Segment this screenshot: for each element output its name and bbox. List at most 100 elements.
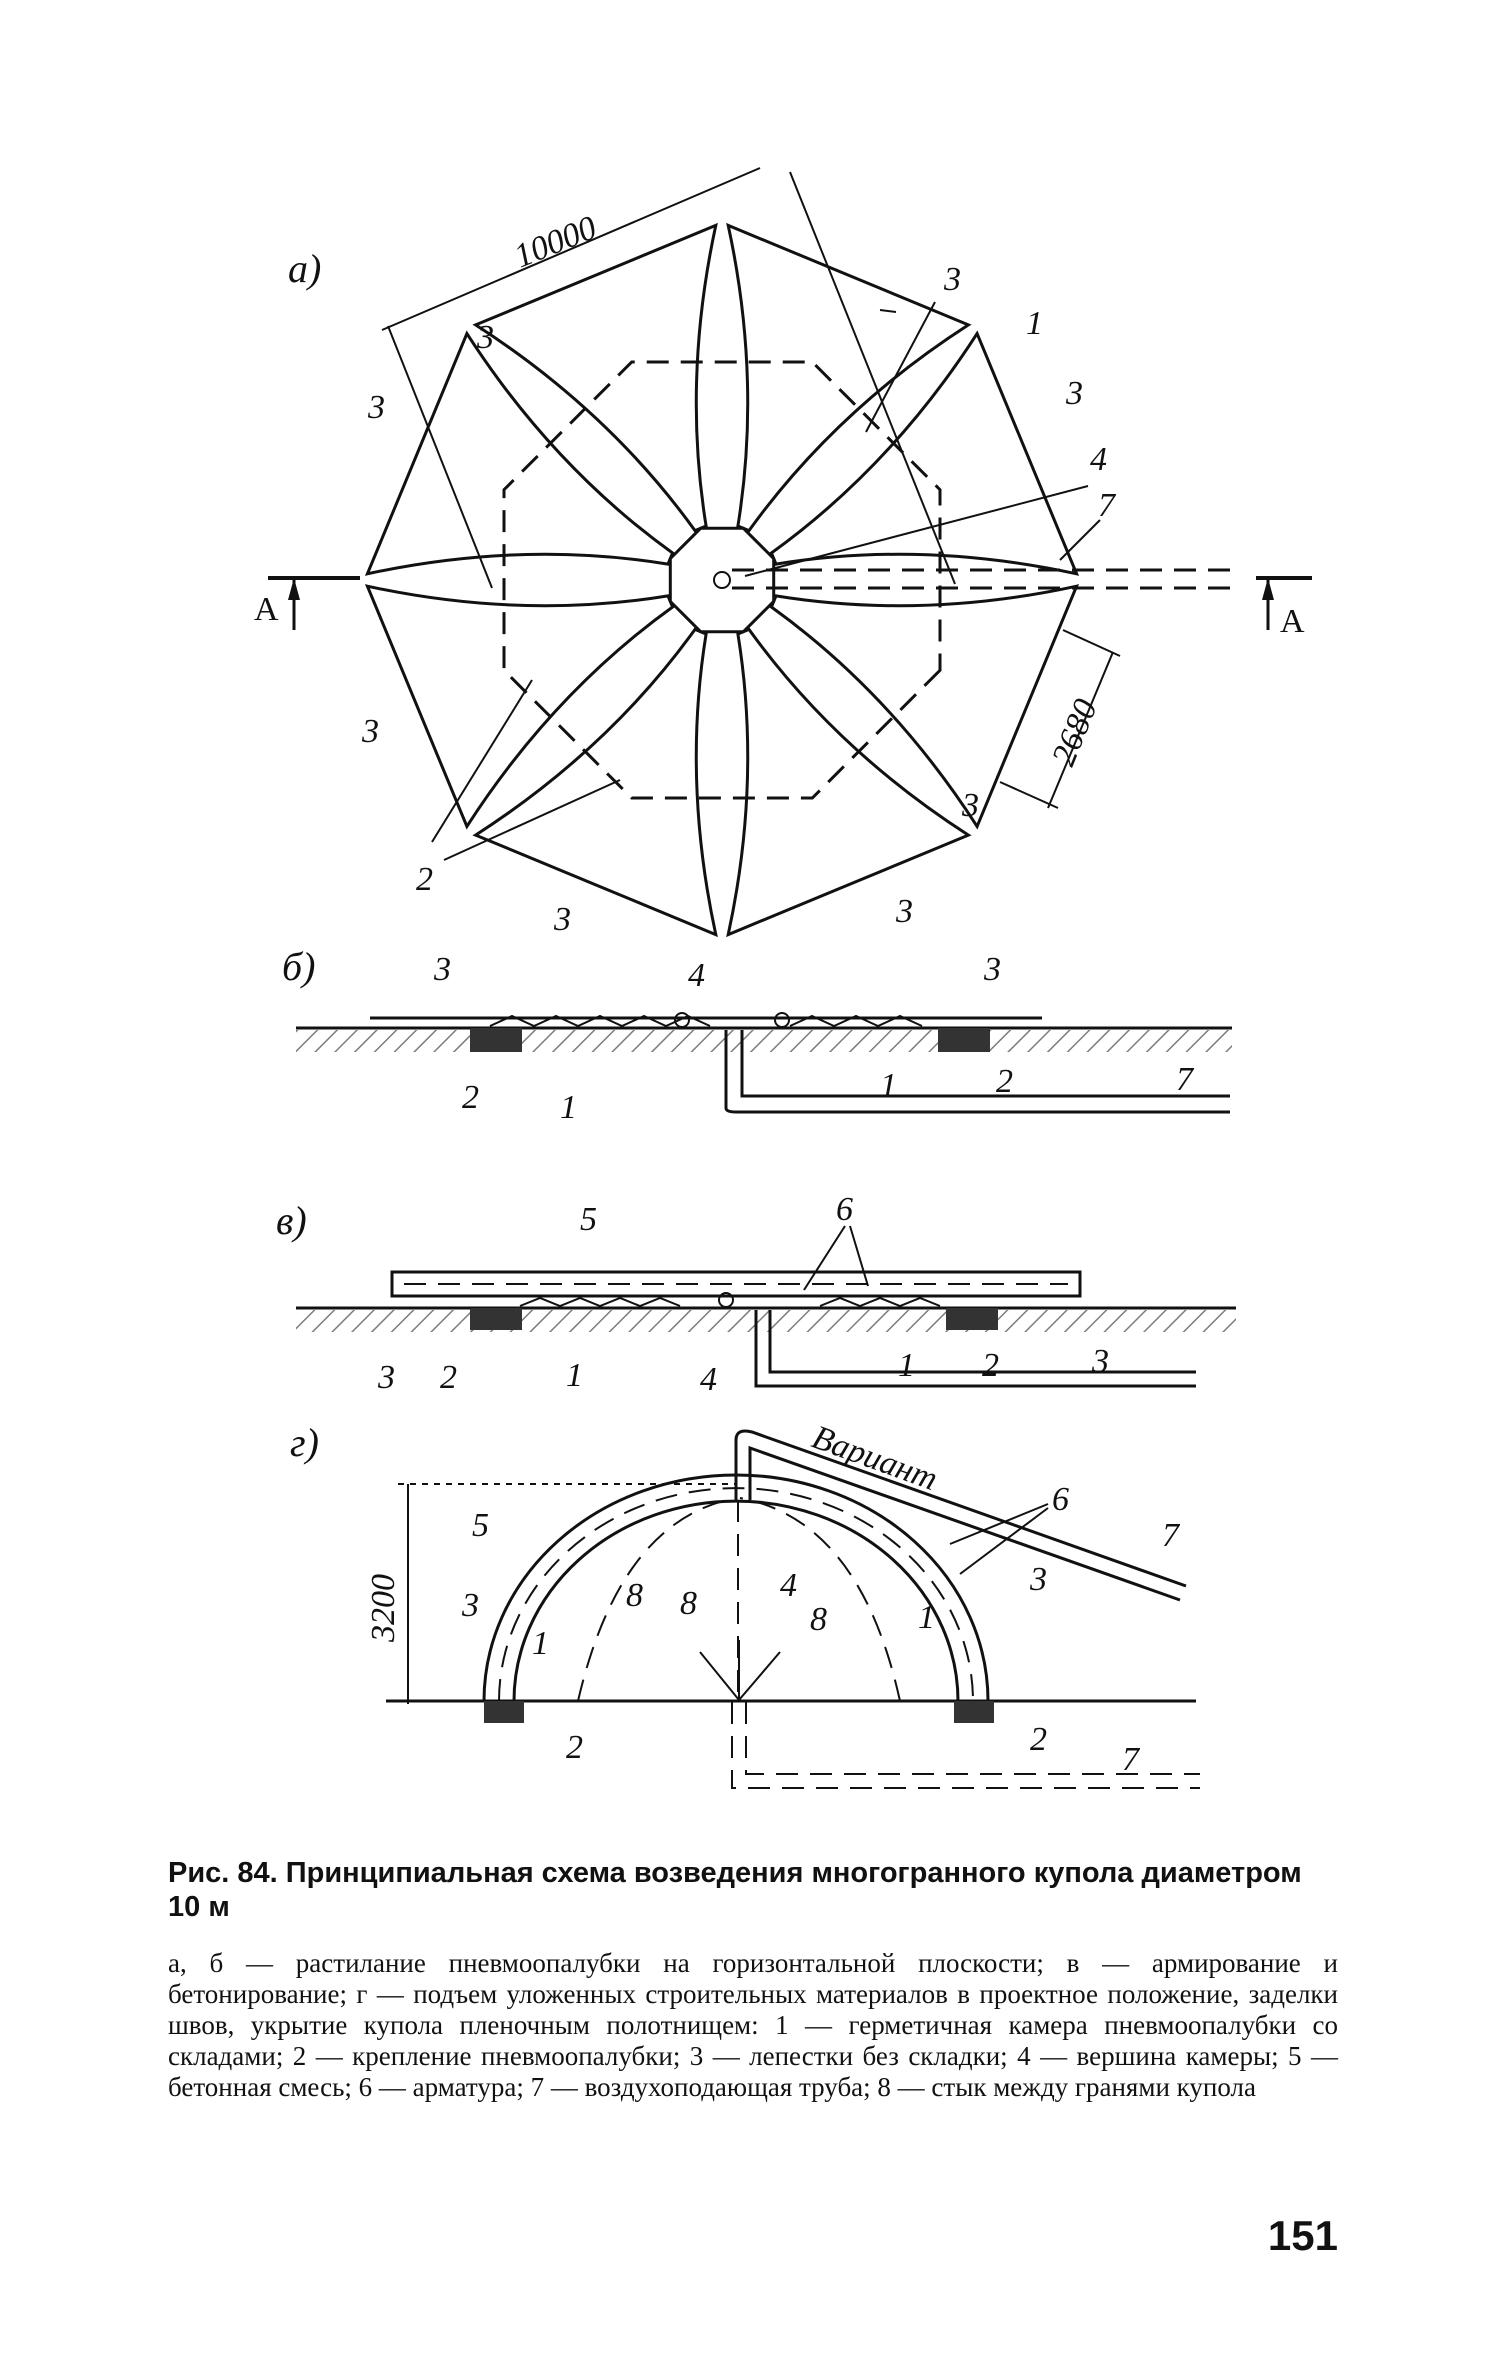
dim-3200: 3200 [365,1574,402,1643]
diameter-extension-right [789,171,956,585]
folded-camera-right-b [789,1014,923,1028]
plan-label-3-top-right: 3 [943,261,961,298]
v-label-3-left: 3 [377,1359,395,1396]
g-label-4: 4 [780,1567,797,1604]
folded-camera-left-b [489,1014,711,1028]
v-label-2-left: 2 [440,1359,457,1396]
leader-3a-plan [879,309,897,313]
plan-label-3-lower-left: 3 [361,713,379,750]
g-label-8-right: 8 [810,1601,827,1638]
g-label-1-left: 1 [532,1625,549,1662]
v-label-1-right: 1 [898,1347,915,1384]
b-label-2-left: 2 [462,1079,479,1116]
diameter-extension-left [387,325,493,589]
caption-legend: а, б — растилание пневмоопалубки на гори… [168,1948,1338,2102]
anchor-right-b [938,1028,990,1052]
air-pipe-v [754,1310,1196,1388]
air-pipe-v-inner [768,1310,1196,1374]
variant-label: Вариант [807,1419,942,1498]
petal-width-dimension-line [1047,651,1114,809]
plan-label-7: 7 [1098,487,1117,524]
variant-pipe-g [734,1429,1187,1588]
ground-hatch-b [296,1030,1232,1052]
plan-label-1: 1 [1026,305,1043,342]
air-arrow-right [738,1651,781,1701]
anchor-left-v [470,1308,522,1330]
g-label-2-left: 2 [566,1729,583,1766]
section-v: в) 5 6 3 2 1 4 1 2 3 [276,1191,1236,1398]
anchor-left-g [484,1701,524,1723]
petal-1 [726,222,972,533]
air-pipe-b [724,1030,1230,1114]
joint-8-left-g [577,1497,737,1702]
page-number: 151 [1267,2212,1338,2259]
v-label-4: 4 [700,1361,717,1398]
leader-6a-g [949,1503,1049,1545]
v-label-5: 5 [580,1201,597,1238]
g-label-3-right: 3 [1029,1561,1047,1598]
camera-top-b-2 [774,1012,790,1028]
section-mark-right: А [1280,603,1305,640]
air-pipe-g-lower [731,1702,1200,1789]
dome-inner-g [512,1499,960,1702]
b-label-4: 4 [688,957,705,994]
v-label-2-right: 2 [982,1347,999,1384]
concrete-layer-v [390,1270,1082,1298]
section-arrowhead-left [288,578,300,600]
g-label-3-left: 3 [461,1587,479,1624]
g-label-2-right: 2 [1030,1721,1047,1758]
figure-caption: Рис. 84. Принципиальная схема возведения… [168,1856,1338,2103]
g-label-7-upper: 7 [1162,1517,1181,1554]
plan-view: а) 10000 2680 А А 3 3 [254,167,1312,938]
folded-camera-left-v [519,1296,681,1308]
petal-width-extension-bottom [999,781,1059,809]
leader-6b-v [849,1225,869,1287]
anchor-right-g [954,1701,994,1723]
b-label-2-right: 2 [996,1063,1013,1100]
g-label-8-left: 8 [626,1577,643,1614]
air-pipe-g-lower-inner [745,1702,1200,1775]
petal-5 [472,627,718,938]
camera-top-point [713,571,731,589]
section-label-g: г) [290,1420,319,1465]
leader-7-plan [1059,519,1101,561]
b-label-3-right: 3 [983,951,1001,988]
v-label-1-left: 1 [566,1357,583,1394]
air-arrow-left [699,1651,740,1701]
section-b: б) 3 4 3 2 1 1 2 7 [282,944,1232,1126]
b-label-1-right: 1 [880,1067,897,1104]
camera-top-octagon [668,526,776,634]
variant-pipe-g-inner [748,1445,1181,1602]
petal-7 [364,330,675,576]
dome-rebar-g [498,1487,974,1702]
g-label-8-center: 8 [680,1585,697,1622]
leader-2a-plan [431,679,533,843]
leader-6b-g [959,1507,1049,1575]
plan-label-3-lower-right: 3 [961,787,979,824]
petal-2 [769,330,1080,576]
plan-label-3-top-left: 3 [476,319,494,356]
figure: а) 10000 2680 А А 3 3 [254,167,1312,1789]
petals [364,222,1080,938]
diameter-dimension-line [381,167,761,331]
dome-outline-dashed [502,360,942,800]
leader-4-plan [744,485,1089,577]
petal-3 [769,584,1080,830]
plan-label-2: 2 [416,861,433,898]
g-label-6: 6 [1052,1481,1069,1518]
section-label-a: а) [288,246,321,291]
anchor-right-v [946,1308,998,1330]
plan-label-3-bottom-left: 3 [553,901,571,938]
section-arrowhead-right [1262,578,1274,600]
dim-2680: 2680 [1045,694,1105,771]
section-mark-left: А [254,591,279,628]
dome-outer-g [482,1473,990,1702]
petal-8 [472,222,718,533]
g-label-7-lower: 7 [1122,1741,1141,1778]
caption-title: Рис. 84. Принципиальная схема возведения… [168,1857,1302,1923]
v-label-6: 6 [836,1191,853,1228]
petal-width-extension-top [1062,629,1121,657]
camera-top-b [674,1012,690,1028]
ground-hatch-v [296,1310,1236,1332]
air-pipe-b-inner [740,1030,1230,1098]
